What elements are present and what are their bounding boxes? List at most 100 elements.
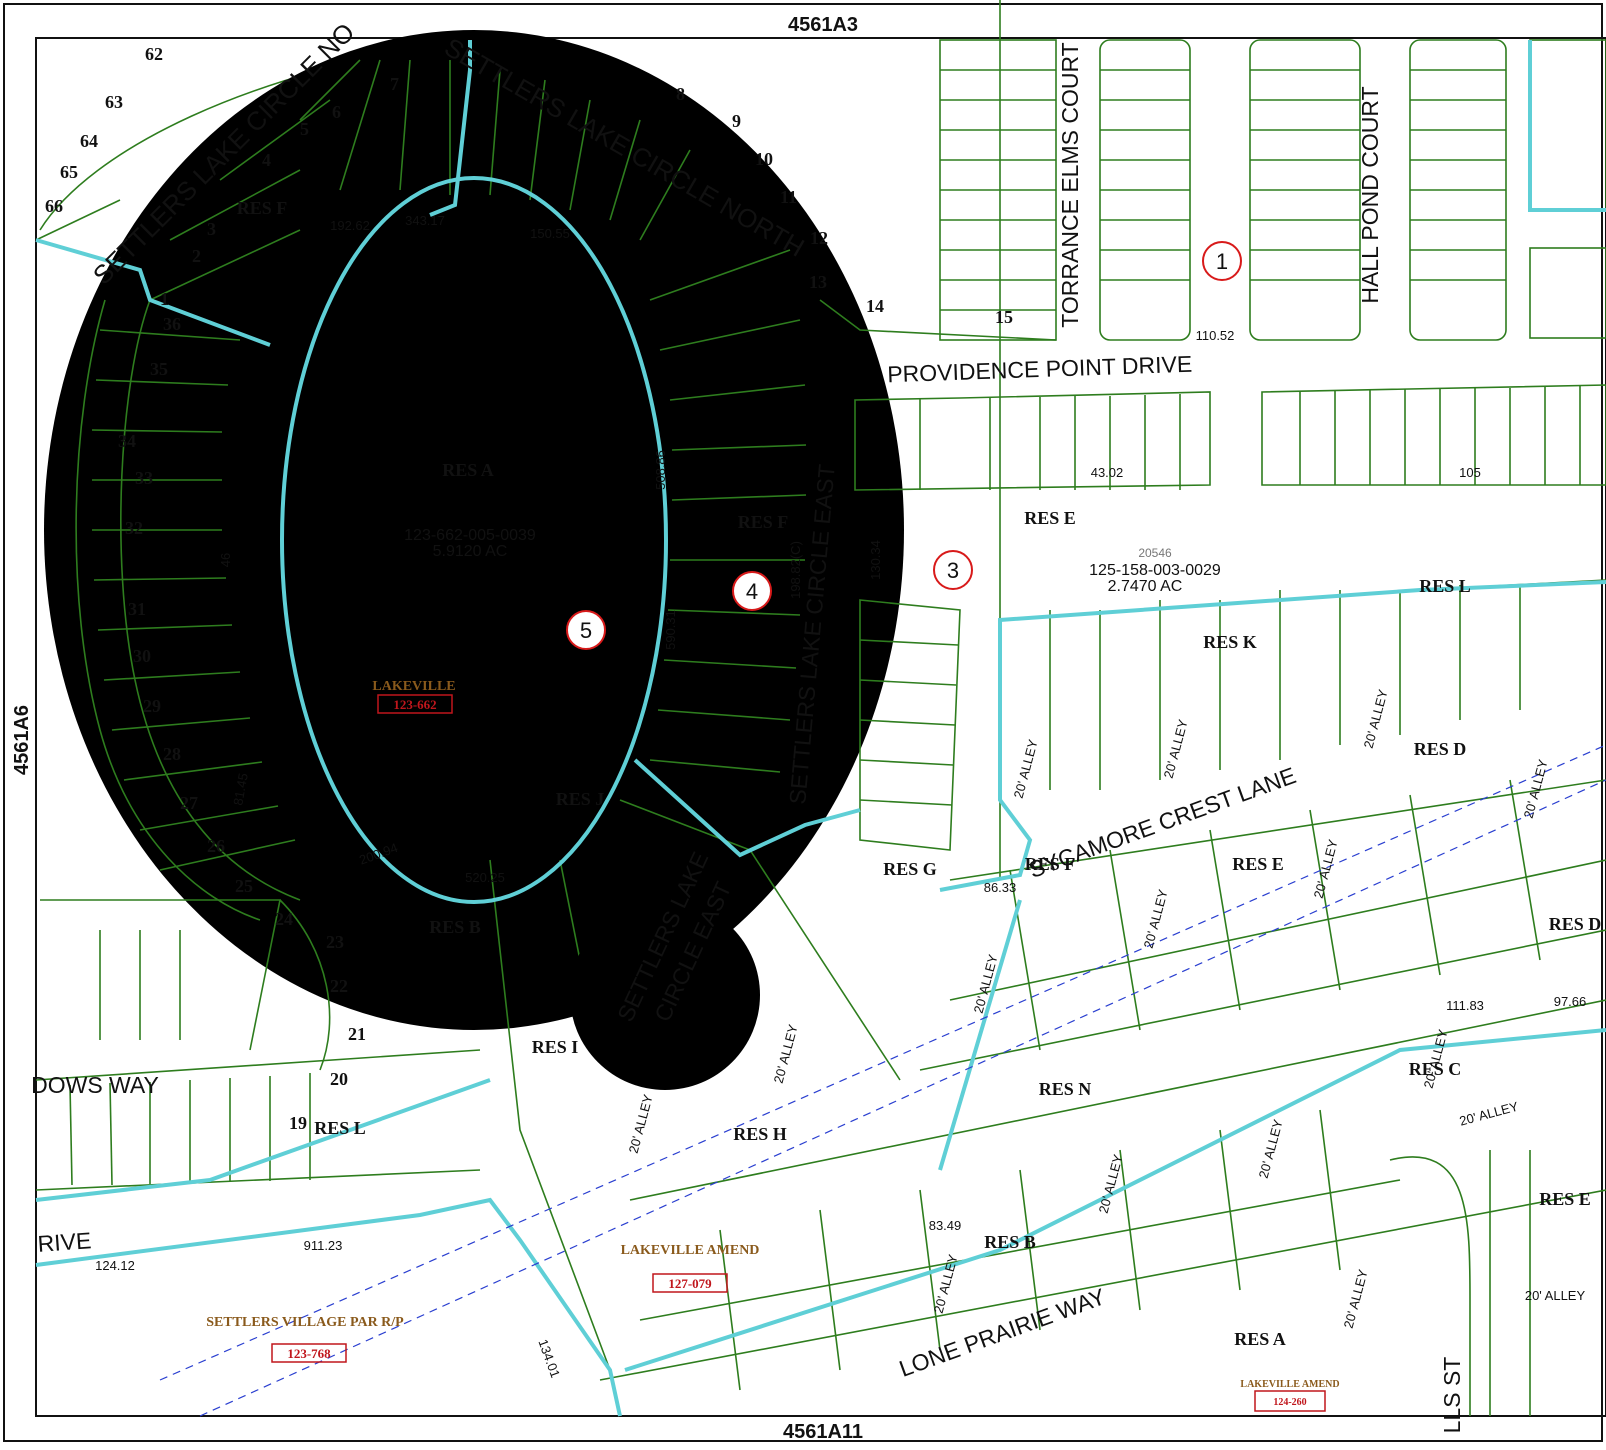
street-20-alley-1: 20' ALLEY [1011,737,1041,799]
dimension: 43.02 [1091,465,1124,480]
boundary-north [429,40,472,217]
subdivision-name: LAKEVILLE AMEND [1240,1379,1339,1390]
sheet-ref-bottom: 4561A11 [783,1421,863,1443]
dimension: 130.34 [868,540,883,580]
res-e-label: RES E [1024,508,1076,528]
dimension: 192.62 [330,218,370,233]
parcel-3-area: 2.7470 AC [1108,578,1183,595]
marker-5-label: 5 [580,618,592,643]
street-20-alley-2: 20' ALLEY [1161,717,1191,779]
lot-number: 11 [780,187,797,207]
subdivision-number: 123-662 [393,697,436,712]
lot-number: 31 [128,599,146,619]
lot-number: 2 [192,246,201,266]
dimension: 97.66 [1554,994,1587,1009]
lot-number: 30 [133,646,151,666]
dimension: 343.17 [405,213,445,228]
boundary-south [624,1028,1606,1372]
res-k-label: RES K [1203,632,1257,652]
res-d-label-e: RES D [1414,739,1467,759]
res-a-label: RES A [442,460,494,480]
lot-number: 14 [866,296,884,316]
lot-number: 12 [810,228,828,248]
res-f-label-e: RES F [738,512,789,532]
subdivision-name: LAKEVILLE AMEND [621,1243,760,1258]
marker-3-label: 3 [947,558,959,583]
marker-4-label: 4 [746,579,758,604]
sheet-ref-top: 4561A3 [788,14,858,36]
main-parcel-area: 5.9120 AC [433,543,508,560]
lot-number: 13 [809,272,827,292]
lot-number: 63 [105,92,123,112]
res-g-label: RES G [883,859,937,879]
res-f-label-nw: RES F [237,198,288,218]
res-e-label-s: RES E [1232,854,1284,874]
easement-lines [159,744,1606,1417]
street-20-alley-11: 20' ALLEY [1256,1117,1286,1179]
dimension: 111.83 [1446,998,1484,1013]
dimension: 110.52 [1196,328,1235,343]
res-f-label-s: RES F [1025,854,1076,874]
res-l-label: RES L [1419,576,1471,596]
marker-4[interactable]: 4 [732,571,772,611]
lot-number: 15 [995,307,1013,327]
res-l-label-sw: RES L [314,1118,366,1138]
dimension: 508.86 [653,450,668,490]
boundary-ne [1528,40,1606,212]
res-j-label: RES J [556,789,605,809]
subdivision-number: 124-260 [1273,1397,1306,1408]
street-lone-prairie-way: LONE PRAIRIE WAY [896,1283,1109,1382]
street-20-alley-8: 20' ALLEY [771,1022,801,1084]
street-20-alley-5: 20' ALLEY [1141,887,1171,949]
dimension: 46 [218,553,233,567]
lot-number: 34 [118,431,136,451]
lot-number: 7 [390,74,399,94]
street-20-alley-16: 20' ALLEY [1525,1288,1586,1303]
dimension: 198.82(C) [788,541,803,599]
lot-number: 21 [348,1024,366,1044]
street-20-alley-10: 20' ALLEY [1096,1152,1126,1214]
lot-number: 29 [143,696,161,716]
lot-number: 65 [60,162,78,182]
lot-number: 22 [330,976,348,996]
res-n-label: RES N [1039,1079,1092,1099]
lot-number: 27 [180,793,198,813]
subdivision-lakeville: LAKEVILLE 123-662 [372,679,456,714]
lot-number: 6 [332,102,341,122]
marker-5[interactable]: 5 [566,610,606,650]
lot-number: 1 [160,289,169,309]
marker-1[interactable]: 1 [1202,241,1242,281]
lot-number: 24 [275,909,293,929]
boundary-southwest [35,1197,622,1417]
lot-number: 5 [300,119,309,139]
street-20-alley-9: 20' ALLEY [626,1092,656,1154]
res-c-label: RES C [1409,1059,1462,1079]
subdivision-name: SETTLERS VILLAGE PAR R/P [206,1315,404,1330]
lot-number: 32 [125,518,143,538]
street-lls-st: LLS ST [1439,1357,1465,1434]
dimension: 150.55 [530,226,570,241]
street-20-alley-13: 20' ALLEY [1341,1267,1371,1329]
subdivision-number: 127-079 [668,1276,712,1291]
dimension: 86.33 [984,880,1017,895]
street-hall-pond-court: HALL POND COURT [1357,86,1383,303]
street-20-alley-15: 20' ALLEY [1458,1099,1520,1129]
subdivision-name: LAKEVILLE [372,679,455,694]
dimension: 124.12 [95,1258,135,1273]
street-providence-point-drive: PROVIDENCE POINT DRIVE [887,351,1193,388]
lot-number: 25 [235,876,253,896]
lot-number: 66 [45,196,63,216]
res-i-label: RES I [532,1037,579,1057]
lot-number: 23 [326,932,344,952]
marker-3[interactable]: 3 [933,550,973,590]
subdivision-lakeville-amend-1: LAKEVILLE AMEND 127-079 [621,1243,760,1293]
lot-number: 9 [732,111,741,131]
boundary-dows [35,1078,491,1202]
lot-number: 8 [676,84,685,104]
lot-number: 4 [262,150,271,170]
subdivision-settlers-village: SETTLERS VILLAGE PAR R/P 123-768 [206,1315,404,1363]
res-a-label-s: RES A [1234,1329,1286,1349]
lot-numbers: 62 63 64 65 66 36 35 34 33 32 31 30 29 2… [45,44,1013,1133]
district-boundaries [35,40,1606,1417]
